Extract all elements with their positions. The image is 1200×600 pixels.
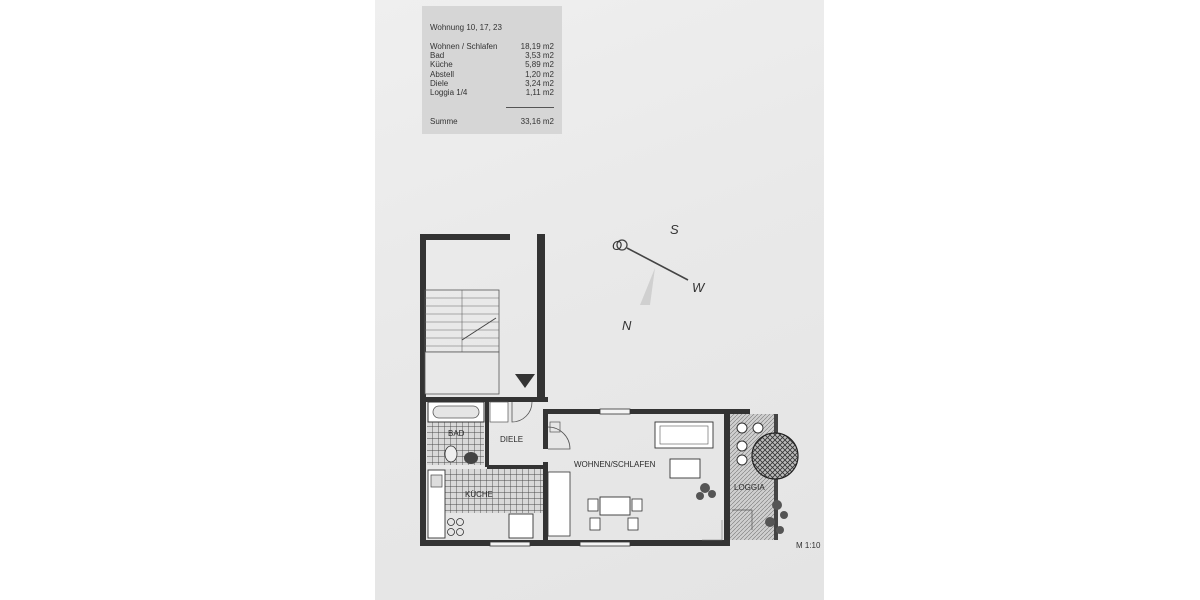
compass: S O W N — [612, 222, 706, 333]
compass-needle — [626, 247, 689, 281]
stairwell — [420, 234, 545, 398]
room-area: 5,89 m2 — [525, 60, 554, 70]
sink — [464, 452, 478, 464]
room-area: 1,20 m2 — [525, 69, 554, 79]
area-sum-row: Summe 33,16 m2 — [430, 117, 554, 126]
room-area: 3,24 m2 — [525, 78, 554, 88]
stair-landing — [424, 351, 500, 395]
room-label-kueche: KÜCHE — [465, 490, 493, 499]
sum-divider — [506, 107, 554, 108]
stair-steps — [425, 290, 499, 352]
loggia-chairs — [736, 422, 764, 466]
bathtub-basin — [432, 405, 480, 419]
room-area: 3,53 m2 — [525, 51, 554, 61]
apartment-title: Wohnung 10, 17, 23 — [430, 23, 502, 32]
toilet — [444, 445, 458, 463]
sum-label: Summe — [430, 117, 458, 126]
plant-icon — [696, 483, 716, 500]
balcony-door — [702, 520, 723, 541]
dining-table — [599, 496, 631, 516]
area-row: Diele 3,24 m2 — [430, 79, 554, 88]
compass-west: W — [692, 280, 706, 295]
room-area: 18,19 m2 — [520, 42, 554, 51]
compass-east: O — [612, 238, 622, 253]
living-door-swing — [547, 426, 571, 450]
room-name: Bad — [430, 51, 445, 61]
coffee-table — [669, 458, 701, 479]
entrance-arrow-icon — [515, 374, 535, 388]
room-name: Wohnen / Schlafen — [430, 42, 498, 51]
area-row: Abstell 1,20 m2 — [430, 70, 554, 79]
hallway: DIELE — [500, 401, 571, 450]
bathroom: BAD — [427, 401, 509, 465]
room-area: 1,11 m2 — [525, 87, 554, 97]
compass-south: S — [670, 222, 679, 237]
room-name: Küche — [430, 60, 453, 70]
room-label-wohnen: WOHNEN/SCHLAFEN — [574, 460, 656, 469]
room-label-diele: DIELE — [500, 435, 523, 444]
area-rows: Wohnen / Schlafen 18,19 m2 Bad 3,53 m2 K… — [430, 42, 554, 97]
loggia-door-swing — [732, 509, 753, 530]
area-row: Wohnen / Schlafen 18,19 m2 — [430, 42, 554, 51]
loggia-plant-icon — [765, 500, 788, 534]
stove-burners — [447, 518, 464, 536]
room-name: Loggia 1/4 — [430, 87, 468, 97]
corridor-wall — [537, 234, 545, 398]
compass-north: N — [622, 318, 632, 333]
sum-value: 33,16 m2 — [520, 117, 554, 126]
loggia: LOGGIA — [730, 414, 799, 540]
windows — [489, 408, 631, 547]
stair-arrow — [461, 317, 497, 341]
compass-shadow — [640, 268, 655, 305]
area-table: Wohnung 10, 17, 23 Wohnen / Schlafen 18,… — [422, 6, 562, 134]
scale-label: M 1:10 — [796, 541, 821, 550]
wardrobe — [547, 471, 571, 537]
room-label-loggia: LOGGIA — [734, 483, 765, 492]
area-row: Küche 5,89 m2 — [430, 60, 554, 69]
outer-walls — [420, 397, 750, 546]
kitchen: KÜCHE — [427, 469, 571, 539]
kitchen-sink — [430, 474, 443, 488]
room-name: Abstell — [430, 69, 455, 79]
dining-chairs — [587, 498, 643, 531]
sofa — [654, 421, 714, 449]
area-row: Loggia 1/4 1,11 m2 — [430, 88, 554, 97]
kitchen-cabinet — [508, 513, 534, 539]
compass-o-marker — [616, 239, 628, 251]
room-name: Diele — [430, 78, 449, 88]
kitchen-tiles — [445, 469, 543, 513]
entrance-door-swing — [511, 401, 533, 423]
living-room: WOHNEN/SCHLAFEN — [574, 421, 723, 541]
area-row: Bad 3,53 m2 — [430, 51, 554, 60]
sofa-cushions — [659, 425, 709, 445]
parasol-icon — [751, 432, 799, 480]
room-label-bad: BAD — [448, 429, 465, 438]
storage-closet — [489, 401, 509, 423]
